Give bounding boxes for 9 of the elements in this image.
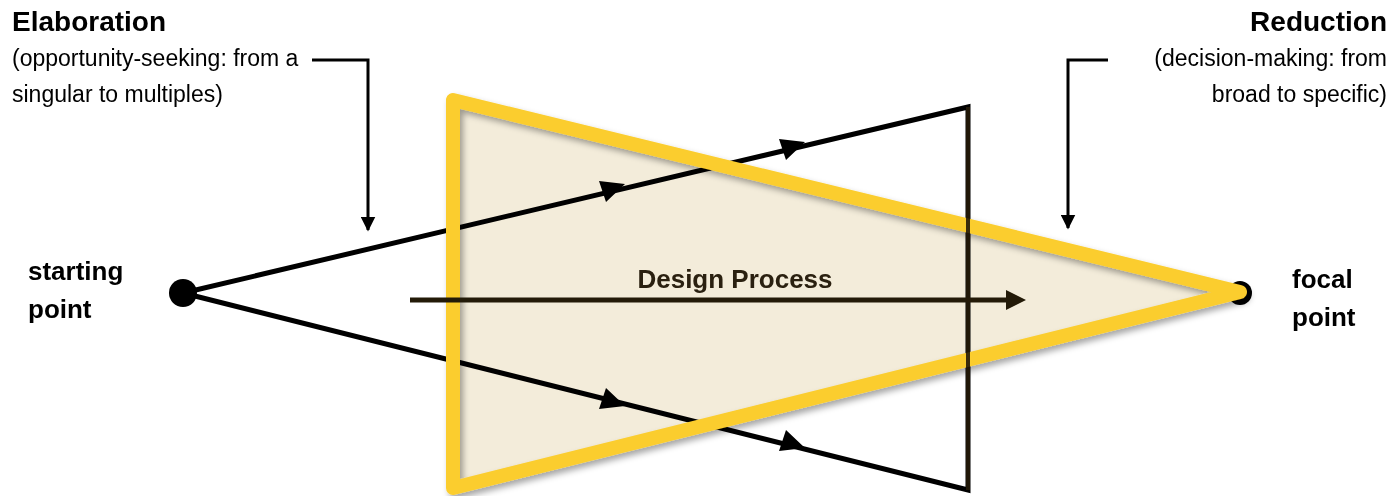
description-text: (decision-making: from broad to specific) bbox=[1153, 44, 1387, 109]
heading-text: Reduction bbox=[1249, 5, 1387, 39]
point-label: focal point bbox=[1292, 263, 1357, 334]
heading-text: Elaboration bbox=[12, 5, 167, 39]
leader-line bbox=[1060, 58, 1108, 230]
arrow-label: Design Process bbox=[636, 263, 834, 296]
point-label: starting point bbox=[28, 255, 125, 326]
leader-line bbox=[312, 58, 376, 232]
description-text: (opportunity-seeking: from a singular to multiples) bbox=[12, 44, 300, 109]
